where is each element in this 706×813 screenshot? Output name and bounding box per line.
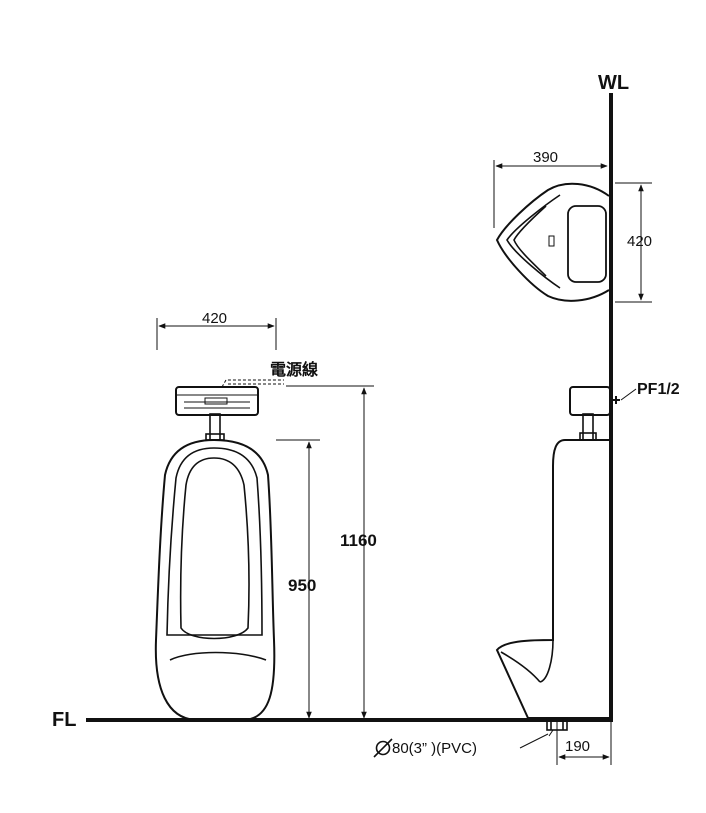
dim-sensor-height-label: 1160 [340,531,377,550]
dim-rim-height [276,439,320,719]
power-cord-line [221,379,284,388]
side-view-urinal [495,413,609,719]
front-view-urinal [154,413,276,721]
dim-front-width [156,318,277,350]
top-view-urinal [495,182,610,302]
valve-leader-line [620,388,637,401]
side-sensor-box [569,386,620,416]
power-cord-label: 電源線 [270,360,318,379]
drain-leader-line [519,733,549,749]
wall-label: WL [598,72,629,94]
front-sensor-box [175,386,259,416]
dim-sensor-height [286,385,374,719]
dim-side-height [615,182,652,303]
dim-rim-height-label: 950 [288,576,316,595]
dim-side-height-label: 420 [627,233,652,250]
dim-front-width-label: 420 [202,310,227,327]
diameter-symbol-icon [373,738,393,758]
drain-spec-label: 80(3” )(PVC) [392,740,477,757]
dim-side-depth [493,160,608,228]
dim-outlet-offset [556,722,612,765]
valve-thread-label: PF1/2 [637,381,680,398]
dim-side-depth-label: 390 [533,149,558,166]
dim-outlet-offset-label: 190 [565,738,590,755]
floor-label: FL [52,709,76,731]
